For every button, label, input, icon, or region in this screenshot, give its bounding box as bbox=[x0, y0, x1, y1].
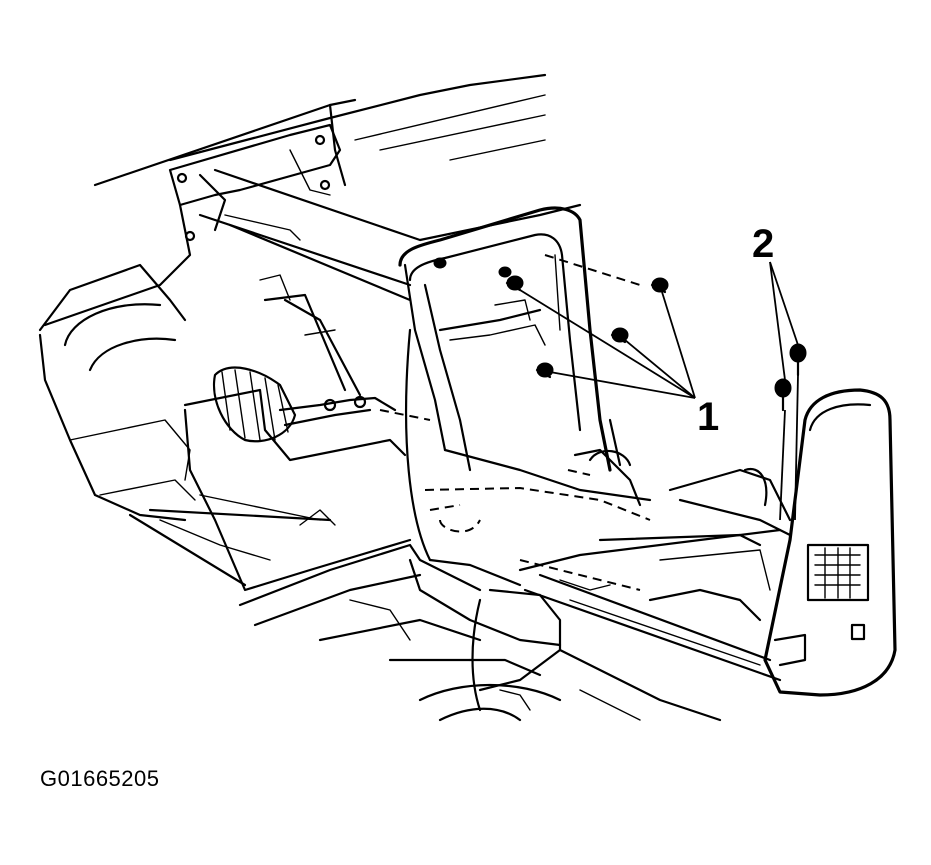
bolts-callout-1 bbox=[433, 257, 669, 379]
bolt-icon bbox=[789, 343, 807, 377]
leader-lines bbox=[519, 261, 799, 521]
rear-crossmember bbox=[43, 123, 582, 327]
bolt-icon bbox=[610, 327, 629, 344]
callout-1-label: 1 bbox=[697, 395, 719, 439]
floor-pan bbox=[128, 388, 482, 627]
quarter-inner-panel bbox=[398, 206, 652, 587]
bolt-icon bbox=[774, 378, 792, 412]
lower-rear-floor bbox=[318, 558, 722, 722]
bolt-icon bbox=[535, 362, 554, 379]
bolt-icon bbox=[433, 257, 447, 269]
upper-body-panel bbox=[93, 73, 547, 187]
harness-bracket bbox=[573, 418, 792, 537]
bolts-callout-2 bbox=[774, 343, 807, 412]
filler-hose bbox=[212, 366, 397, 443]
rocker-sill bbox=[518, 528, 782, 682]
left-wheelhouse bbox=[38, 263, 196, 522]
brace-rods bbox=[259, 274, 362, 397]
callout-2-label: 2 bbox=[752, 222, 774, 266]
tail-lamp-grid bbox=[806, 543, 870, 602]
tail-panel bbox=[763, 388, 897, 697]
bolt-icon bbox=[498, 266, 512, 278]
bolt-icon bbox=[650, 277, 669, 294]
figure-id-label: G01665205 bbox=[40, 766, 160, 791]
bolt-icon bbox=[505, 275, 524, 292]
